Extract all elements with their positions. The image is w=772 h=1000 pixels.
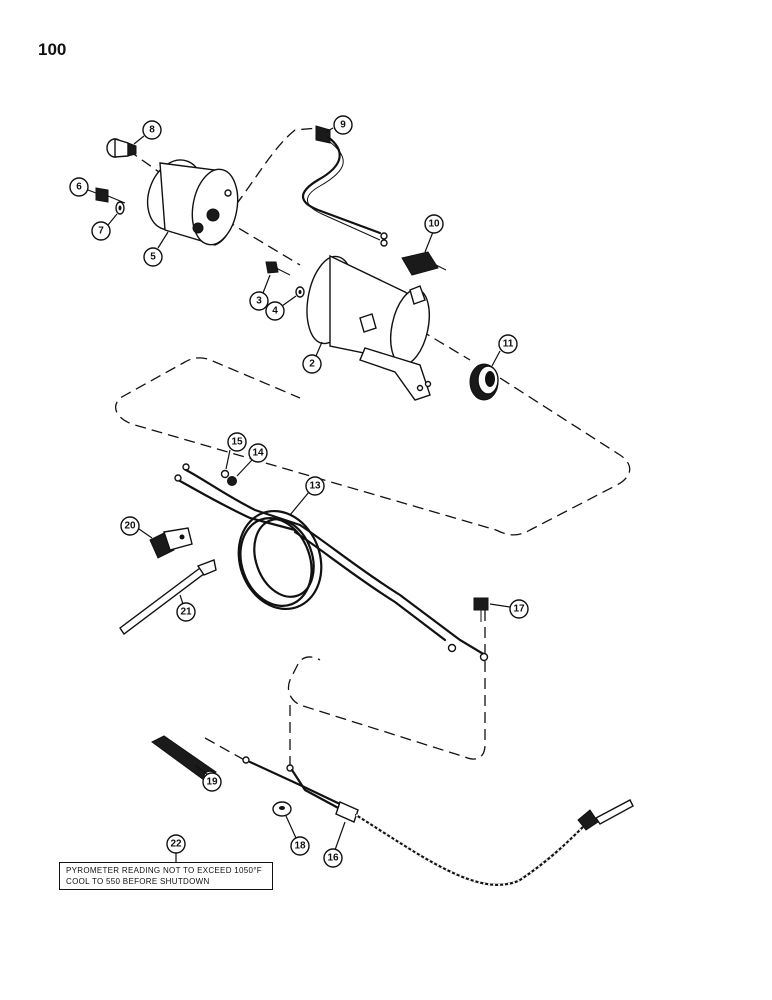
callout-13: 13: [305, 476, 325, 496]
washer-part-15: [220, 469, 230, 479]
tie-strap-part: [119, 559, 217, 636]
callout-4: 4: [265, 301, 285, 321]
svg-text:3: 3: [256, 296, 262, 307]
screw-part-3: [265, 261, 291, 276]
callout-10: 10: [424, 214, 444, 234]
callout-11: 11: [498, 334, 518, 354]
nut-part-18: [272, 801, 292, 817]
callout-5: 5: [143, 247, 163, 267]
decal-line-1: PYROMETER READING NOT TO EXCEED 1050°F: [66, 866, 262, 875]
nut-part-14: [227, 476, 237, 486]
callout-6: 6: [69, 177, 89, 197]
wire-harness-part-9: [301, 125, 388, 247]
alignment-line-splice: [204, 737, 249, 763]
alignment-loop-large: [115, 357, 631, 536]
callout-9: 9: [333, 115, 353, 135]
svg-text:19: 19: [206, 777, 218, 788]
svg-text:10: 10: [428, 219, 440, 230]
svg-text:8: 8: [149, 125, 155, 136]
screw-part-17: [473, 597, 489, 622]
svg-text:21: 21: [180, 607, 192, 618]
switch-part-10: [401, 251, 447, 276]
leader-lines: [87, 127, 511, 862]
washer-part-7: [115, 201, 125, 215]
callout-20: 20: [120, 516, 140, 536]
bulb-part: [106, 138, 137, 158]
grommet-part: [469, 363, 499, 401]
svg-text:17: 17: [513, 604, 525, 615]
svg-text:20: 20: [124, 521, 136, 532]
washer-part-4: [295, 286, 305, 298]
decal-line-2: COOL TO 550 BEFORE SHUTDOWN: [66, 877, 210, 886]
pyrometer-warning-decal: PYROMETER READING NOT TO EXCEED 1050°F C…: [59, 862, 273, 890]
callout-18: 18: [290, 836, 310, 856]
callout-2: 2: [302, 354, 322, 374]
screw-part-6: [95, 187, 126, 204]
svg-text:6: 6: [76, 182, 82, 193]
svg-text:16: 16: [327, 853, 339, 864]
svg-text:2: 2: [309, 359, 315, 370]
callout-22: 22: [166, 834, 186, 854]
alignment-loop-lower: [287, 610, 486, 760]
svg-text:9: 9: [340, 120, 346, 131]
coiled-harness-part: [174, 463, 489, 662]
callout-7: 7: [91, 221, 111, 241]
callout-14: 14: [248, 443, 268, 463]
svg-text:14: 14: [252, 448, 264, 459]
svg-text:13: 13: [309, 481, 321, 492]
svg-text:22: 22: [170, 839, 182, 850]
page-number: 100: [38, 40, 67, 59]
svg-text:7: 7: [98, 226, 104, 237]
svg-text:18: 18: [294, 841, 306, 852]
callout-8: 8: [142, 120, 162, 140]
thermocouple-part: [242, 756, 634, 886]
svg-text:15: 15: [231, 437, 243, 448]
pyrometer-gauge-part: [146, 159, 239, 246]
callout-17: 17: [509, 599, 529, 619]
svg-text:11: 11: [503, 339, 514, 350]
alignment-line-grommet: [419, 329, 471, 361]
callout-21: 21: [176, 602, 196, 622]
callout-3: 3: [249, 291, 269, 311]
mounting-housing-part: [306, 254, 432, 401]
svg-text:4: 4: [272, 306, 278, 317]
callout-19: 19: [202, 772, 222, 792]
alignment-line-harness: [224, 127, 319, 219]
svg-text:5: 5: [150, 252, 156, 263]
callout-15: 15: [227, 432, 247, 452]
callout-16: 16: [323, 848, 343, 868]
clip-part-20: [149, 527, 193, 559]
